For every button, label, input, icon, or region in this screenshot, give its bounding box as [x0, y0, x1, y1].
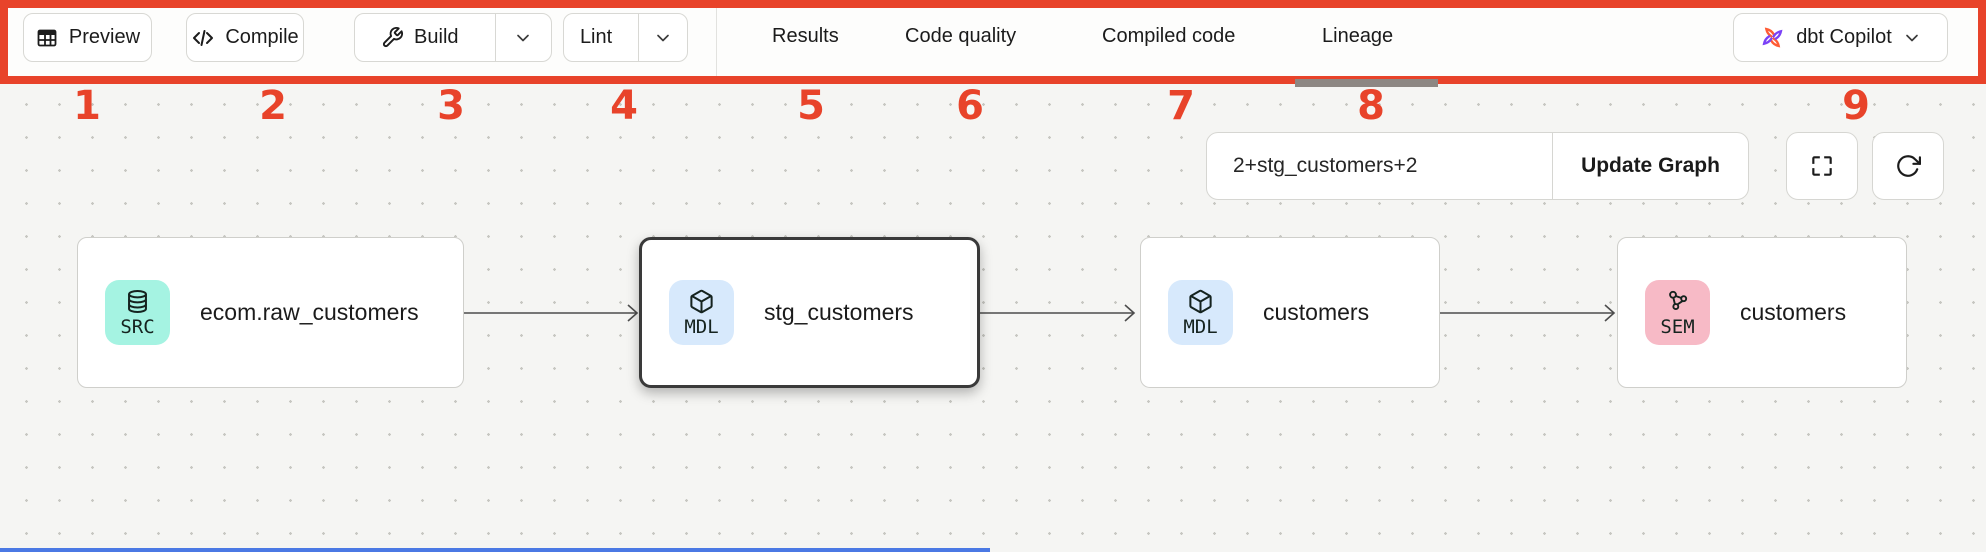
- callout-9: 9: [1842, 83, 1870, 129]
- tab-lineage[interactable]: Lineage: [1322, 25, 1394, 47]
- node-ecom-raw-customers[interactable]: SRC ecom.raw_customers: [77, 237, 464, 388]
- build-split-button: Build: [354, 13, 552, 62]
- callout-3: 3: [437, 83, 465, 129]
- toolbar: Preview Compile Build: [0, 0, 1986, 84]
- edge-src-to-stg: [464, 304, 639, 322]
- fullscreen-icon: [1812, 156, 1832, 176]
- fullscreen-button[interactable]: [1786, 132, 1858, 200]
- compile-button[interactable]: Compile: [186, 13, 304, 62]
- source-badge: SRC: [105, 280, 170, 345]
- refresh-button[interactable]: [1872, 132, 1944, 200]
- dbt-copilot-logo-icon: [1762, 27, 1783, 48]
- lint-dropdown-toggle[interactable]: [638, 14, 687, 61]
- compile-button-label: Compile: [225, 26, 299, 48]
- refresh-icon: [1897, 155, 1921, 177]
- node-customers-model[interactable]: MDL customers: [1140, 237, 1440, 388]
- code-icon: [193, 29, 214, 46]
- badge-label: SEM: [1660, 316, 1695, 338]
- build-button[interactable]: Build: [355, 14, 485, 61]
- wrench-icon: [383, 26, 404, 48]
- chevron-down-icon: [657, 34, 669, 41]
- callout-2: 2: [259, 83, 287, 129]
- table-icon: [37, 29, 57, 46]
- callout-8: 8: [1357, 83, 1385, 129]
- chevron-down-icon: [517, 34, 530, 41]
- callout-1: 1: [73, 83, 101, 129]
- badge-label: SRC: [120, 316, 155, 338]
- edge-customers-to-sem: [1440, 304, 1616, 322]
- semantic-model-icon: [1669, 290, 1688, 310]
- callout-6: 6: [956, 83, 984, 129]
- node-label: stg_customers: [764, 299, 914, 325]
- model-selector-control: Update Graph: [1206, 132, 1749, 200]
- edge-stg-to-customers: [980, 304, 1136, 322]
- cube-icon: [1189, 289, 1212, 314]
- node-label: customers: [1740, 299, 1847, 325]
- lint-button-label: Lint: [579, 26, 613, 48]
- cube-icon: [690, 289, 713, 314]
- dbt-copilot-label: dbt Copilot: [1796, 26, 1892, 48]
- preview-button[interactable]: Preview: [23, 13, 152, 62]
- build-dropdown-toggle[interactable]: [494, 14, 551, 61]
- bottom-edge-bar: [0, 548, 990, 552]
- node-label: customers: [1263, 299, 1370, 325]
- callout-7: 7: [1167, 83, 1195, 129]
- dbt-copilot-button[interactable]: dbt Copilot: [1733, 13, 1948, 62]
- preview-button-label: Preview: [68, 26, 141, 48]
- callout-4: 4: [610, 83, 638, 129]
- chevron-down-icon: [1905, 34, 1918, 41]
- badge-label: MDL: [684, 316, 719, 338]
- badge-label: MDL: [1183, 316, 1218, 338]
- tab-compiled-code[interactable]: Compiled code: [1102, 25, 1236, 47]
- toolbar-divider: [716, 0, 717, 77]
- callout-5: 5: [797, 83, 825, 129]
- model-badge: MDL: [669, 280, 734, 345]
- tab-code-quality[interactable]: Code quality: [905, 25, 1017, 47]
- selector-input[interactable]: [1207, 133, 1552, 199]
- lint-button[interactable]: Lint: [564, 14, 628, 61]
- lineage-tab-active-indicator: [1295, 79, 1438, 87]
- update-graph-button[interactable]: Update Graph: [1552, 133, 1748, 199]
- node-customers-semantic[interactable]: SEM customers: [1617, 237, 1907, 388]
- lint-split-button: Lint: [563, 13, 688, 62]
- node-label: ecom.raw_customers: [200, 299, 419, 325]
- tab-results[interactable]: Results: [772, 25, 839, 47]
- node-stg-customers[interactable]: MDL stg_customers: [639, 237, 980, 388]
- database-icon: [128, 290, 147, 313]
- build-button-label: Build: [414, 26, 459, 48]
- model-badge: MDL: [1168, 280, 1233, 345]
- semantic-badge: SEM: [1645, 280, 1710, 345]
